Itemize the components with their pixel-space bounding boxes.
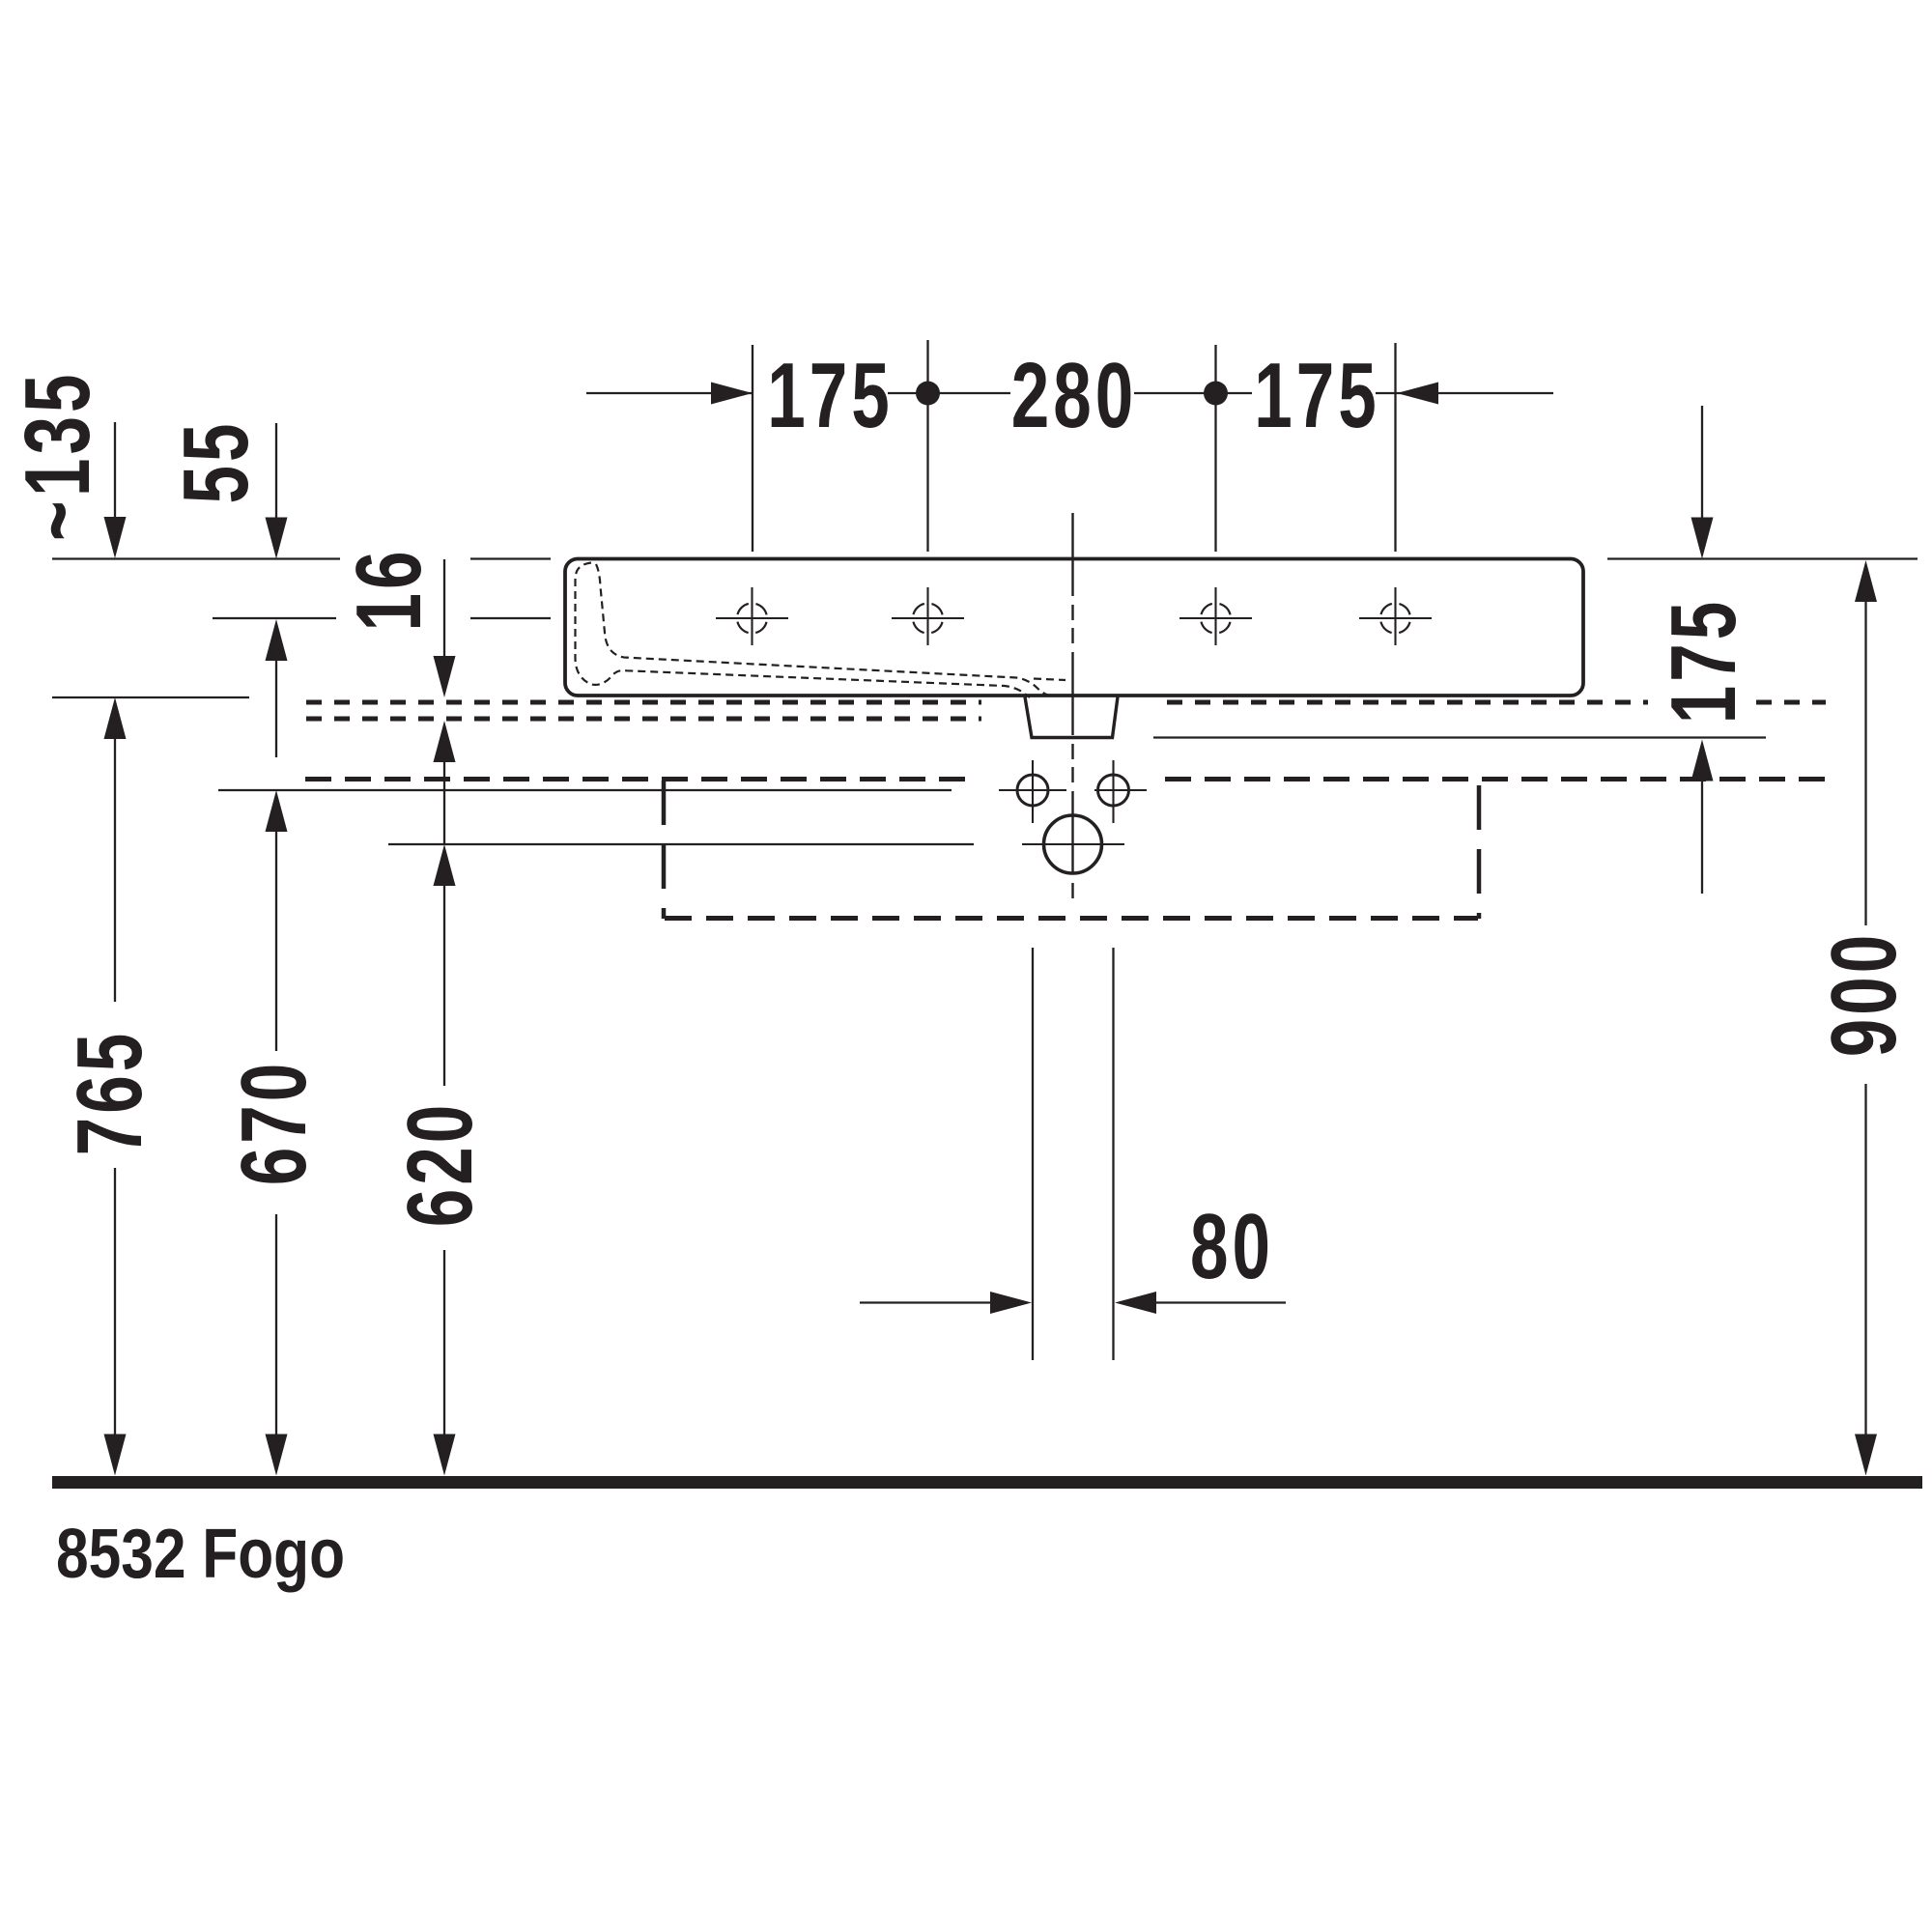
svg-text:2: 2 [1011,344,1050,447]
svg-text:8: 8 [1190,1195,1229,1298]
svg-text:8532 Fogo: 8532 Fogo [56,1516,345,1593]
svg-text:0: 0 [222,1064,326,1102]
svg-text:5: 5 [1652,602,1755,640]
svg-text:6: 6 [222,1148,326,1186]
svg-text:7: 7 [222,1105,326,1144]
svg-text:5: 5 [164,423,268,462]
svg-text:0: 0 [1812,977,1916,1015]
svg-text:1: 1 [337,593,440,632]
svg-text:~: ~ [6,500,109,540]
svg-text:1: 1 [6,458,109,497]
svg-text:7: 7 [1652,643,1755,682]
svg-text:6: 6 [58,1075,161,1114]
svg-text:7: 7 [810,344,848,447]
svg-text:7: 7 [58,1118,161,1156]
svg-text:5: 5 [58,1034,161,1072]
svg-text:0: 0 [1233,1195,1271,1298]
svg-text:8: 8 [1053,344,1092,447]
svg-text:9: 9 [1812,1019,1916,1058]
svg-text:3: 3 [6,416,109,455]
svg-text:5: 5 [164,466,268,504]
svg-text:2: 2 [388,1147,492,1185]
svg-text:1: 1 [1254,344,1293,447]
svg-text:6: 6 [337,551,440,589]
svg-text:5: 5 [851,344,890,447]
svg-text:0: 0 [1812,935,1916,974]
svg-text:5: 5 [1338,344,1377,447]
svg-text:1: 1 [767,344,806,447]
svg-text:5: 5 [6,374,109,412]
svg-text:7: 7 [1296,344,1335,447]
svg-text:1: 1 [1652,686,1755,724]
svg-text:0: 0 [1095,344,1134,447]
svg-text:6: 6 [388,1189,492,1228]
svg-text:0: 0 [388,1105,492,1144]
